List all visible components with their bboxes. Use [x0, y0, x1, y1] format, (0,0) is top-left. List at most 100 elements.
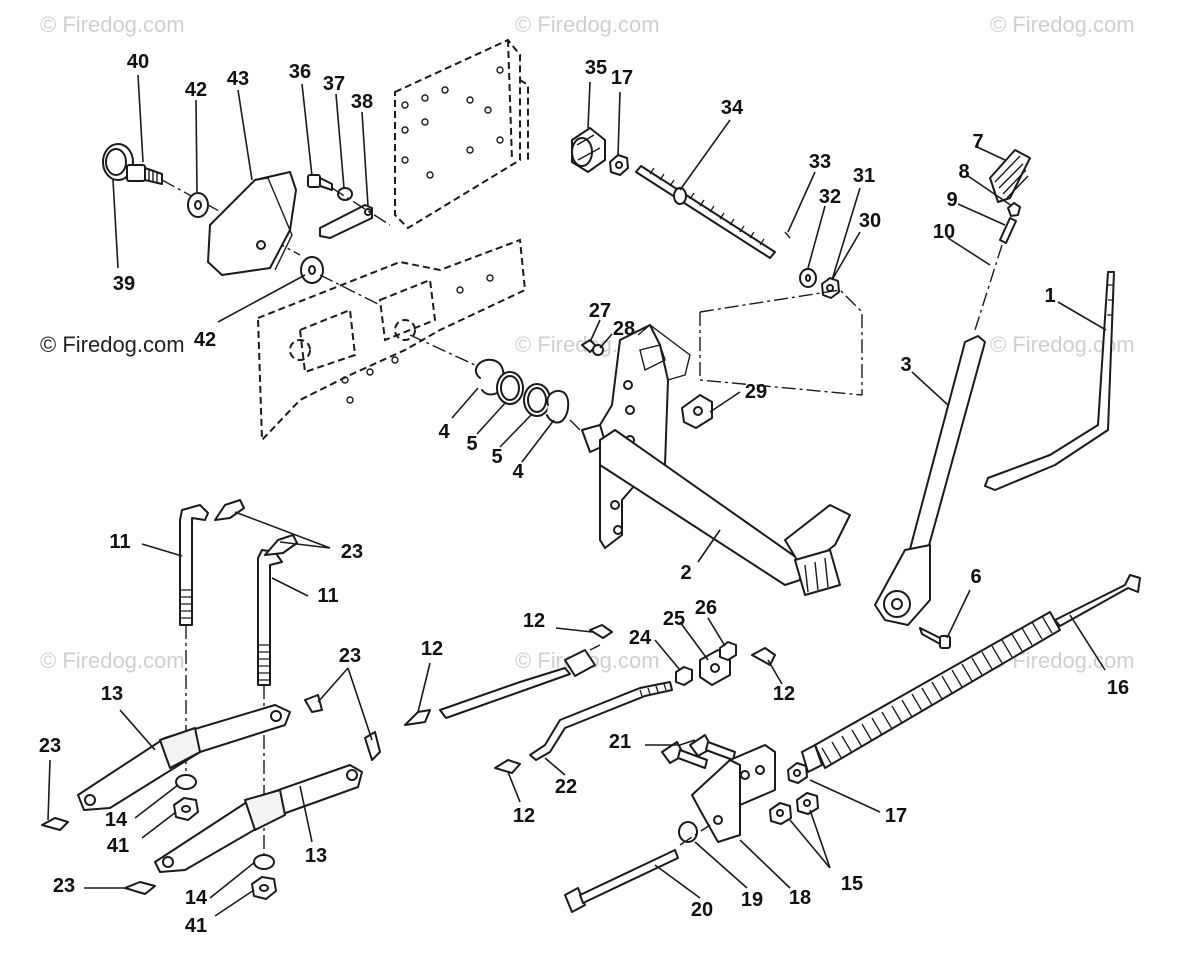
- part-33-pin: [784, 231, 791, 239]
- callout-32: 32: [819, 186, 841, 208]
- callout-41-upper: 41: [107, 835, 129, 857]
- part-37-washer: [337, 187, 353, 201]
- callout-23-mid: 23: [339, 645, 361, 667]
- frame-plate-dashed: [394, 38, 529, 230]
- axis-shaft-rings: [409, 334, 583, 433]
- callout-28: 28: [613, 318, 635, 340]
- part-12-clip-lower: [494, 759, 521, 774]
- part-6-screw: [919, 627, 951, 649]
- callout-33: 33: [809, 151, 831, 173]
- part-5-ring-right: [523, 383, 551, 417]
- part-36-screw: [307, 174, 333, 191]
- part-1-rod: [984, 271, 1115, 491]
- callout-8: 8: [958, 161, 969, 183]
- part-16-spring: [801, 574, 1141, 773]
- part-42-washer-lower: [300, 256, 324, 284]
- part-17-nut-bottom: [787, 762, 808, 784]
- part-22-linkage-lower: [529, 681, 673, 761]
- part-41-nut-lower: [251, 876, 277, 900]
- part-34-threaded-rod: [635, 165, 776, 259]
- part-19-washer: [678, 821, 698, 843]
- frame-rail-dashed: [256, 238, 527, 443]
- part-23-clip-e: [41, 817, 69, 831]
- callout-24: 24: [629, 627, 652, 649]
- part-11-rod-right: [257, 549, 283, 686]
- callout-42-upper: 42: [185, 79, 207, 101]
- callout-39: 39: [113, 273, 135, 295]
- part-23-clip-a: [214, 499, 245, 521]
- callout-14-upper: 14: [105, 809, 128, 831]
- part-43-bracket: [207, 171, 297, 276]
- callout-18: 18: [789, 887, 811, 909]
- watermark-mid-right: © Firedog.com: [990, 332, 1135, 357]
- callout-4-right: 4: [512, 461, 524, 483]
- part-3-lever: [874, 335, 986, 626]
- callout-17-bottom: 17: [885, 805, 907, 827]
- axis-washer-42: [319, 274, 381, 306]
- callout-30: 30: [859, 210, 881, 232]
- part-24-nut: [675, 666, 693, 686]
- part-12-clip-top: [589, 624, 613, 639]
- watermark-top-left: © Firedog.com: [40, 12, 185, 37]
- watermark-low-left: © Firedog.com: [40, 648, 185, 673]
- part-23-clip-f: [124, 881, 156, 895]
- callout-35: 35: [585, 57, 607, 79]
- callout-40: 40: [127, 51, 149, 73]
- callout-12-left: 12: [421, 638, 443, 660]
- callout-23-bottom: 23: [53, 875, 75, 897]
- axis-screw-36: [331, 187, 391, 226]
- part-20-bolt: [564, 849, 679, 913]
- part-38-clip: [319, 204, 373, 239]
- callout-29: 29: [745, 381, 767, 403]
- part-13-link-upper: [77, 704, 291, 811]
- watermark-mid-left: © Firedog.com: [40, 332, 185, 357]
- callout-5-left: 5: [466, 433, 477, 455]
- part-23-clip-d: [364, 731, 381, 761]
- part-15-nut-a: [769, 802, 792, 825]
- part-22-linkage-upper: [439, 644, 601, 719]
- part-13-link-lower: [154, 764, 363, 873]
- callout-4-left: 4: [438, 421, 450, 443]
- part-2-lift-shaft: [581, 324, 851, 596]
- part-14-washer-upper: [175, 774, 197, 790]
- callout-23-top: 23: [341, 541, 363, 563]
- part-42-washer-upper: [187, 192, 209, 218]
- part-12-clip-left: [404, 709, 431, 726]
- part-26-nut: [719, 641, 737, 661]
- callout-16: 16: [1107, 677, 1129, 699]
- axis-bolt-20: [679, 824, 711, 846]
- callout-31: 31: [853, 165, 875, 187]
- callout-12-bottom: 12: [513, 805, 535, 827]
- leader-lines: [47, 74, 1107, 917]
- part-40-bolt: [126, 164, 163, 185]
- callout-11-left: 11: [109, 531, 130, 553]
- callout-38: 38: [351, 91, 373, 113]
- part-35-knob: [571, 127, 606, 173]
- callout-21: 21: [609, 731, 631, 753]
- callout-27: 27: [589, 300, 611, 322]
- callout-11-right: 11: [317, 585, 338, 607]
- callout-22: 22: [555, 776, 577, 798]
- callout-7: 7: [972, 131, 983, 153]
- part-11-rod-left: [179, 504, 209, 626]
- part-23-clip-b: [264, 534, 298, 556]
- part-23-clip-c: [304, 694, 323, 713]
- part-17-nut-top: [609, 154, 629, 176]
- axis-handle: [974, 244, 1003, 331]
- callout-2: 2: [680, 562, 691, 584]
- callout-26: 26: [695, 597, 717, 619]
- callout-19: 19: [741, 889, 763, 911]
- callout-41-lower: 41: [185, 915, 207, 937]
- callout-12-top: 12: [523, 610, 545, 632]
- part-41-nut-upper: [173, 797, 199, 821]
- callout-37: 37: [323, 73, 345, 95]
- callout-6: 6: [970, 566, 981, 588]
- callout-5-right: 5: [491, 446, 502, 468]
- callout-13-upper: 13: [101, 683, 123, 705]
- callout-15: 15: [841, 873, 863, 895]
- callout-36: 36: [289, 61, 311, 83]
- callout-20: 20: [691, 899, 713, 921]
- callout-42-lower: 42: [194, 329, 216, 351]
- callout-34: 34: [721, 97, 744, 119]
